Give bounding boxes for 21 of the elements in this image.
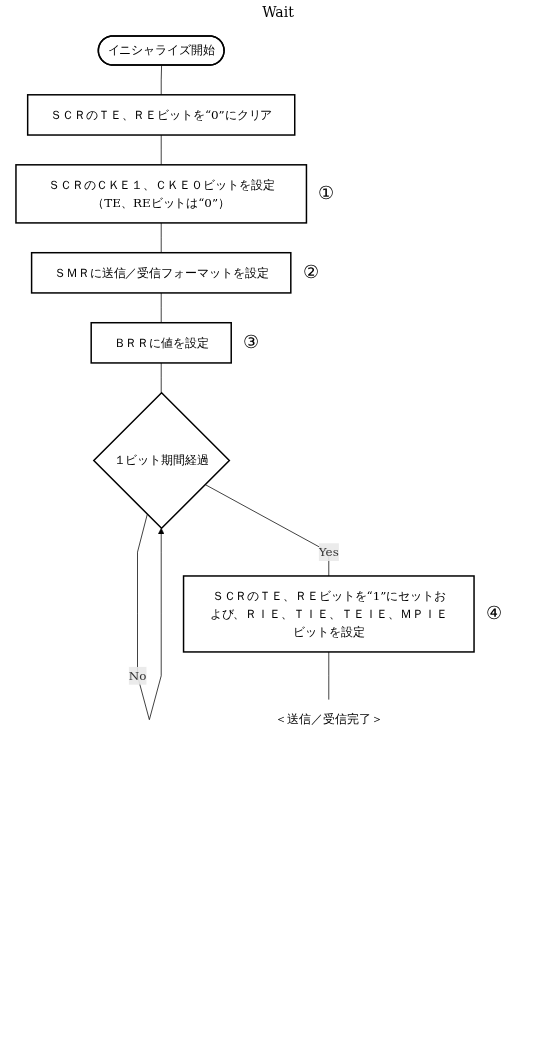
step-number: ② (302, 260, 319, 282)
node-box: ＳＭＲに送信／受信フォーマットを設定 (30, 251, 292, 294)
connector (160, 362, 162, 394)
step-number: ① (318, 181, 335, 203)
note-label: Wait (262, 4, 294, 20)
edge-label: No (128, 668, 147, 683)
node-text: ＜送信／受信完了＞ (275, 712, 383, 727)
node-box: ＳＣＲのＴＥ、ＲＥビットを“0”にクリア (26, 94, 296, 136)
connector (160, 222, 162, 254)
connector (160, 65, 162, 96)
node-box: ＳＣＲのＴＥ、ＲＥビットを“1”にセットおよび、ＲＩＥ、ＴＩＥ、ＴＥＩＥ、ＭＰＩＥビットを設定 (182, 575, 475, 653)
edge-label: Yes (318, 544, 339, 559)
connector (204, 484, 330, 577)
connector (160, 134, 162, 166)
node-box: ＢＲＲに値を設定 (90, 322, 232, 364)
step-number: ④ (486, 601, 503, 623)
node-box: ＳＣＲのＣＫＥ１、ＣＫＥ０ビットを設定（TE、REビットは“0”） (15, 164, 308, 224)
step-number: ③ (243, 330, 260, 352)
connector (328, 651, 330, 700)
connector (160, 292, 162, 324)
node-diamond: １ビット期間経過 (92, 391, 231, 530)
